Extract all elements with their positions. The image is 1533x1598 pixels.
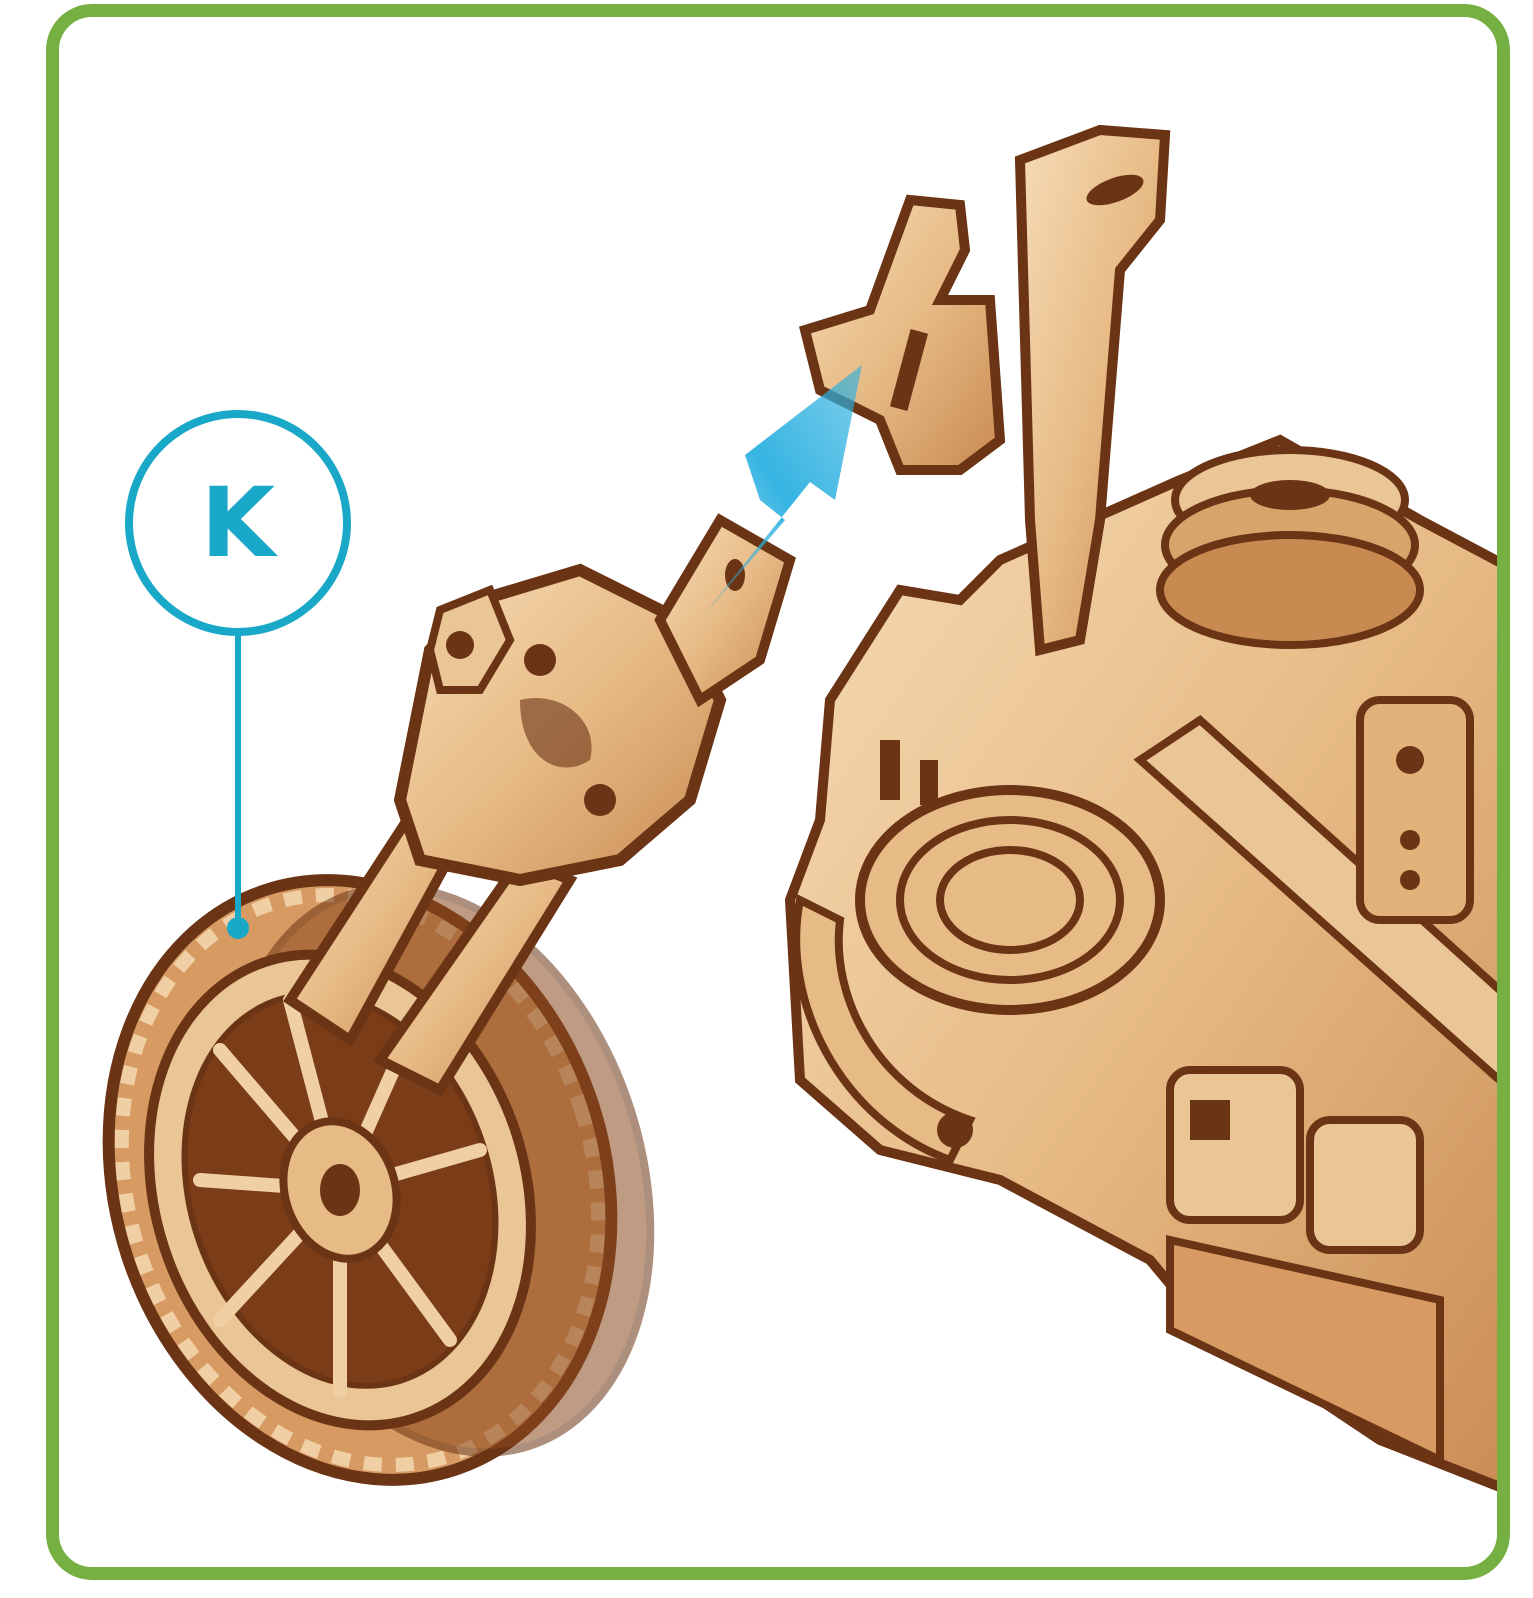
part-callout-circle: K [125,410,351,636]
motorcycle-frame [790,130,1533,1500]
part-callout-label: K [201,475,275,571]
front-wheel-fork [33,520,790,1546]
